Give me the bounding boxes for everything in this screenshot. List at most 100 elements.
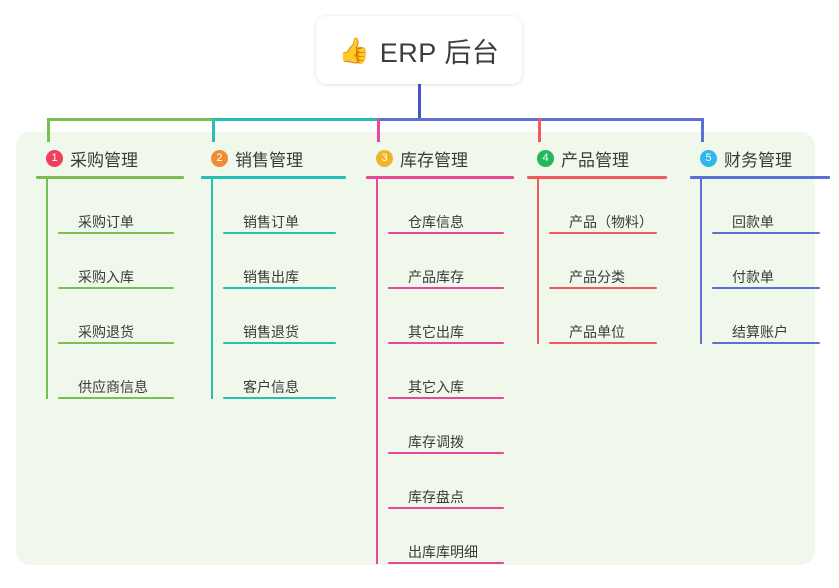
branch-underline — [366, 176, 514, 179]
root-stem-connector — [417, 84, 421, 121]
branch-item-label: 库存盘点 — [408, 489, 464, 506]
branch-drop-connector — [537, 118, 541, 142]
branch-item[interactable]: 客户信息 — [213, 344, 346, 399]
branch-underline — [690, 176, 830, 179]
branch-item[interactable]: 采购订单 — [48, 179, 184, 234]
branch-item-underline — [388, 287, 504, 289]
branch-column-3: 3 库存管理仓库信息产品库存其它出库其它入库库存调拨库存盘点出库库明细 — [366, 146, 514, 564]
branch-drop-connector — [46, 118, 50, 142]
branch-item[interactable]: 产品（物料） — [539, 179, 667, 234]
branch-underline — [527, 176, 667, 179]
branch-item[interactable]: 采购入库 — [48, 234, 184, 289]
branch-item-label: 采购退货 — [78, 324, 134, 341]
branch-item-underline — [58, 232, 174, 234]
root-node[interactable]: 👍 ERP 后台 — [316, 16, 522, 84]
branch-column-5: 5 财务管理回款单付款单结算账户 — [690, 146, 830, 344]
branch-item[interactable]: 付款单 — [702, 234, 830, 289]
branch-item-underline — [549, 342, 657, 344]
branch-item-underline — [58, 287, 174, 289]
branch-item[interactable]: 采购退货 — [48, 289, 184, 344]
branch-item-underline — [223, 287, 336, 289]
branch-item[interactable]: 销售出库 — [213, 234, 346, 289]
branch-item-label: 供应商信息 — [78, 379, 148, 396]
branch-item-underline — [388, 507, 504, 509]
branch-item-underline — [388, 232, 504, 234]
branch-item-underline — [712, 287, 820, 289]
branch-item[interactable]: 出库库明细 — [378, 509, 514, 564]
branch-spine-connector — [537, 179, 539, 344]
branch-item-label: 销售订单 — [243, 214, 299, 231]
branch-item-label: 结算账户 — [732, 324, 788, 341]
branch-item-label: 产品分类 — [569, 269, 625, 286]
branch-spine-connector — [211, 179, 213, 399]
branch-item-label: 仓库信息 — [408, 214, 464, 231]
branch-badge-icon: 4 — [537, 149, 554, 167]
branch-item[interactable]: 销售退货 — [213, 289, 346, 344]
branch-item-label: 其它出库 — [408, 324, 464, 341]
branch-item-underline — [223, 342, 336, 344]
branch-header-2[interactable]: 2 销售管理 — [201, 146, 346, 170]
branch-item-underline — [223, 397, 336, 399]
branch-column-1: 1 采购管理采购订单采购入库采购退货供应商信息 — [36, 146, 184, 399]
branch-header-3[interactable]: 3 库存管理 — [366, 146, 514, 170]
branch-item-label: 销售出库 — [243, 269, 299, 286]
branch-item-underline — [388, 342, 504, 344]
branch-item[interactable]: 库存盘点 — [378, 454, 514, 509]
branch-item-label: 产品库存 — [408, 269, 464, 286]
branch-drop-connector — [376, 118, 380, 142]
branch-title: 采购管理 — [70, 150, 138, 170]
branch-item-list: 采购订单采购入库采购退货供应商信息 — [36, 179, 184, 399]
branch-item-underline — [549, 287, 657, 289]
branch-title: 财务管理 — [724, 150, 792, 170]
branch-item-label: 其它入库 — [408, 379, 464, 396]
branch-item-label: 采购入库 — [78, 269, 134, 286]
branch-item[interactable]: 产品分类 — [539, 234, 667, 289]
branch-item-label: 付款单 — [732, 269, 774, 286]
branch-spine-connector — [700, 179, 702, 344]
branch-title: 库存管理 — [400, 150, 468, 170]
branch-item-underline — [58, 397, 174, 399]
branch-underline — [36, 176, 184, 179]
branch-item[interactable]: 回款单 — [702, 179, 830, 234]
branch-spine-connector — [376, 179, 378, 564]
branch-badge-icon: 1 — [46, 149, 63, 167]
branch-item-list: 产品（物料） 产品分类产品单位 — [527, 179, 667, 344]
branch-item-label: 库存调拨 — [408, 434, 464, 451]
bus-segment — [46, 118, 215, 121]
branch-item[interactable]: 库存调拨 — [378, 399, 514, 454]
branch-drop-connector — [211, 118, 215, 142]
branch-item-underline — [388, 562, 504, 564]
branch-column-2: 2 销售管理销售订单销售出库销售退货客户信息 — [201, 146, 346, 399]
branch-item-underline — [388, 397, 504, 399]
branch-item-underline — [388, 452, 504, 454]
branch-item[interactable]: 结算账户 — [702, 289, 830, 344]
branch-item-underline — [712, 342, 820, 344]
thumbs-up-icon: 👍 — [338, 35, 370, 65]
branch-drop-connector — [700, 118, 704, 142]
branch-item-underline — [549, 232, 657, 234]
branch-badge-icon: 3 — [376, 149, 393, 167]
branch-item[interactable]: 仓库信息 — [378, 179, 514, 234]
branch-item-list: 销售订单销售出库销售退货客户信息 — [201, 179, 346, 399]
branch-item-label: 采购订单 — [78, 214, 134, 231]
branch-item[interactable]: 其它入库 — [378, 344, 514, 399]
branch-item[interactable]: 产品单位 — [539, 289, 667, 344]
branch-item[interactable]: 销售订单 — [213, 179, 346, 234]
branch-title: 销售管理 — [235, 150, 303, 170]
branch-header-1[interactable]: 1 采购管理 — [36, 146, 184, 170]
branch-item[interactable]: 产品库存 — [378, 234, 514, 289]
branch-item[interactable]: 其它出库 — [378, 289, 514, 344]
branch-item-list: 仓库信息产品库存其它出库其它入库库存调拨库存盘点出库库明细 — [366, 179, 514, 564]
branch-item-label: 销售退货 — [243, 324, 299, 341]
branch-item[interactable]: 供应商信息 — [48, 344, 184, 399]
branch-item-label: 产品（物料） — [569, 214, 653, 231]
branch-badge-icon: 2 — [211, 149, 228, 167]
branch-badge-icon: 5 — [700, 149, 717, 167]
branch-item-label: 回款单 — [732, 214, 774, 231]
branch-header-5[interactable]: 5 财务管理 — [690, 146, 830, 170]
branch-underline — [201, 176, 346, 179]
branch-item-underline — [223, 232, 336, 234]
